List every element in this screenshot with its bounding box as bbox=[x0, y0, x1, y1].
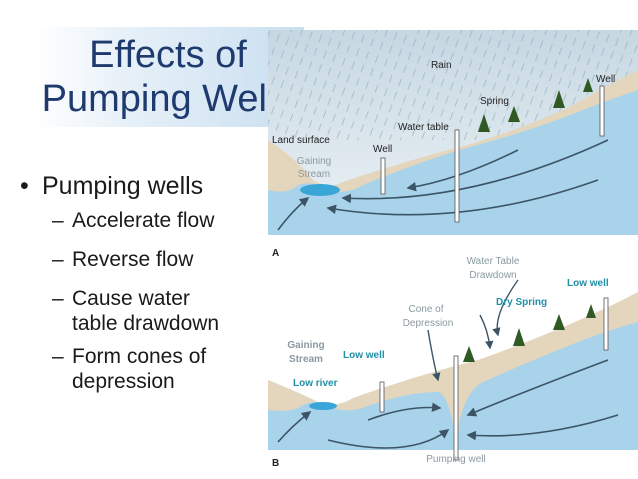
label-rain: Rain bbox=[431, 60, 452, 71]
label-land-surface: Land surface bbox=[272, 135, 330, 146]
sub-bullet-text-2: depression bbox=[72, 370, 175, 393]
well-b-right bbox=[603, 297, 609, 351]
bullet-main: Pumping wells bbox=[20, 170, 270, 202]
label-water-table-drawdown-2: Drawdown bbox=[469, 270, 516, 281]
flow-arrow bbox=[327, 429, 450, 449]
groundwater-diagram: Rain Well Spring Water table Well Land s… bbox=[268, 30, 638, 469]
panel-a: Rain Well Spring Water table Well Land s… bbox=[268, 30, 638, 259]
title-box: Effects of Pumping Wells bbox=[34, 27, 304, 127]
label-gaining-stream-a: Gaining bbox=[297, 156, 331, 167]
panel-b: Water Table Drawdown Low well Cone of De… bbox=[268, 256, 638, 469]
label-cone-of-depression-2: Depression bbox=[403, 318, 454, 329]
stream-a bbox=[300, 184, 340, 196]
label-gaining-stream-b: Gaining bbox=[287, 340, 324, 351]
flow-arrow bbox=[367, 402, 442, 421]
label-cone-of-depression: Cone of bbox=[408, 304, 443, 315]
sub-bullet-drawdown: – Cause water table drawdown bbox=[20, 286, 270, 336]
well-a-mid bbox=[380, 157, 386, 195]
page-title: Effects of Pumping Wells bbox=[34, 33, 302, 121]
tree-icon bbox=[508, 106, 520, 122]
label-low-well-right: Low well bbox=[567, 278, 609, 289]
well-b-low bbox=[379, 381, 385, 413]
label-low-river: Low river bbox=[293, 378, 338, 389]
label-water-table: Water table bbox=[398, 122, 449, 133]
label-low-well-left: Low well bbox=[343, 350, 385, 361]
dash-marker: – bbox=[52, 209, 64, 232]
label-gaining-stream-a-2: Stream bbox=[298, 169, 330, 180]
well-a-right bbox=[599, 85, 605, 137]
dash-marker: – bbox=[52, 345, 64, 368]
tree-icon bbox=[586, 304, 596, 318]
sub-bullet-text: Reverse flow bbox=[72, 248, 194, 271]
label-well-right: Well bbox=[596, 74, 615, 85]
sub-bullet-accelerate: – Accelerate flow bbox=[20, 208, 270, 233]
label-water-table-drawdown: Water Table bbox=[467, 256, 520, 267]
dash-marker: – bbox=[52, 287, 64, 310]
tree-icon bbox=[553, 90, 565, 108]
title-line-1: Effects of bbox=[89, 34, 247, 76]
label-pumping-well: Pumping well bbox=[426, 454, 485, 465]
flow-arrow bbox=[406, 149, 519, 192]
tree-icon bbox=[583, 78, 593, 92]
tree-icon bbox=[463, 346, 475, 362]
label-spring: Spring bbox=[480, 96, 509, 107]
panel-b-letter: B bbox=[272, 458, 279, 469]
flow-arrow bbox=[326, 179, 599, 216]
flow-arrow bbox=[466, 414, 619, 441]
label-gaining-stream-b-2: Stream bbox=[289, 354, 323, 365]
sub-bullet-text: Form cones of bbox=[72, 345, 207, 368]
well-a-deep bbox=[454, 129, 460, 223]
bullet-list: Pumping wells – Accelerate flow – Revers… bbox=[20, 170, 270, 394]
flow-arrow bbox=[277, 197, 310, 231]
tree-icon bbox=[478, 114, 490, 132]
flow-arrow bbox=[277, 411, 312, 443]
sub-bullet-cones: – Form cones of depression bbox=[20, 344, 270, 394]
tree-icon bbox=[513, 328, 525, 346]
sub-bullet-text: Accelerate flow bbox=[72, 209, 215, 232]
tree-icon bbox=[553, 314, 565, 330]
flow-arrow bbox=[341, 139, 609, 204]
sub-bullet-reverse: – Reverse flow bbox=[20, 247, 270, 272]
label-dry-spring: Dry Spring bbox=[496, 297, 547, 308]
title-background bbox=[34, 27, 304, 127]
panel-a-letter: A bbox=[272, 248, 279, 259]
groundwater-b bbox=[268, 322, 638, 450]
sub-bullet-text: Cause water bbox=[72, 287, 190, 310]
pumping-well bbox=[453, 355, 459, 461]
flow-arrow bbox=[466, 359, 609, 417]
label-well-mid: Well bbox=[373, 144, 392, 155]
sub-bullet-text-2: table drawdown bbox=[72, 312, 220, 335]
dash-marker: – bbox=[52, 248, 64, 271]
low-river bbox=[309, 402, 337, 410]
title-line-2: Pumping Wells bbox=[41, 78, 295, 120]
pointer-drawdown bbox=[492, 279, 519, 337]
pointer-dry-spring bbox=[479, 314, 494, 350]
pointer-cone bbox=[427, 329, 441, 382]
